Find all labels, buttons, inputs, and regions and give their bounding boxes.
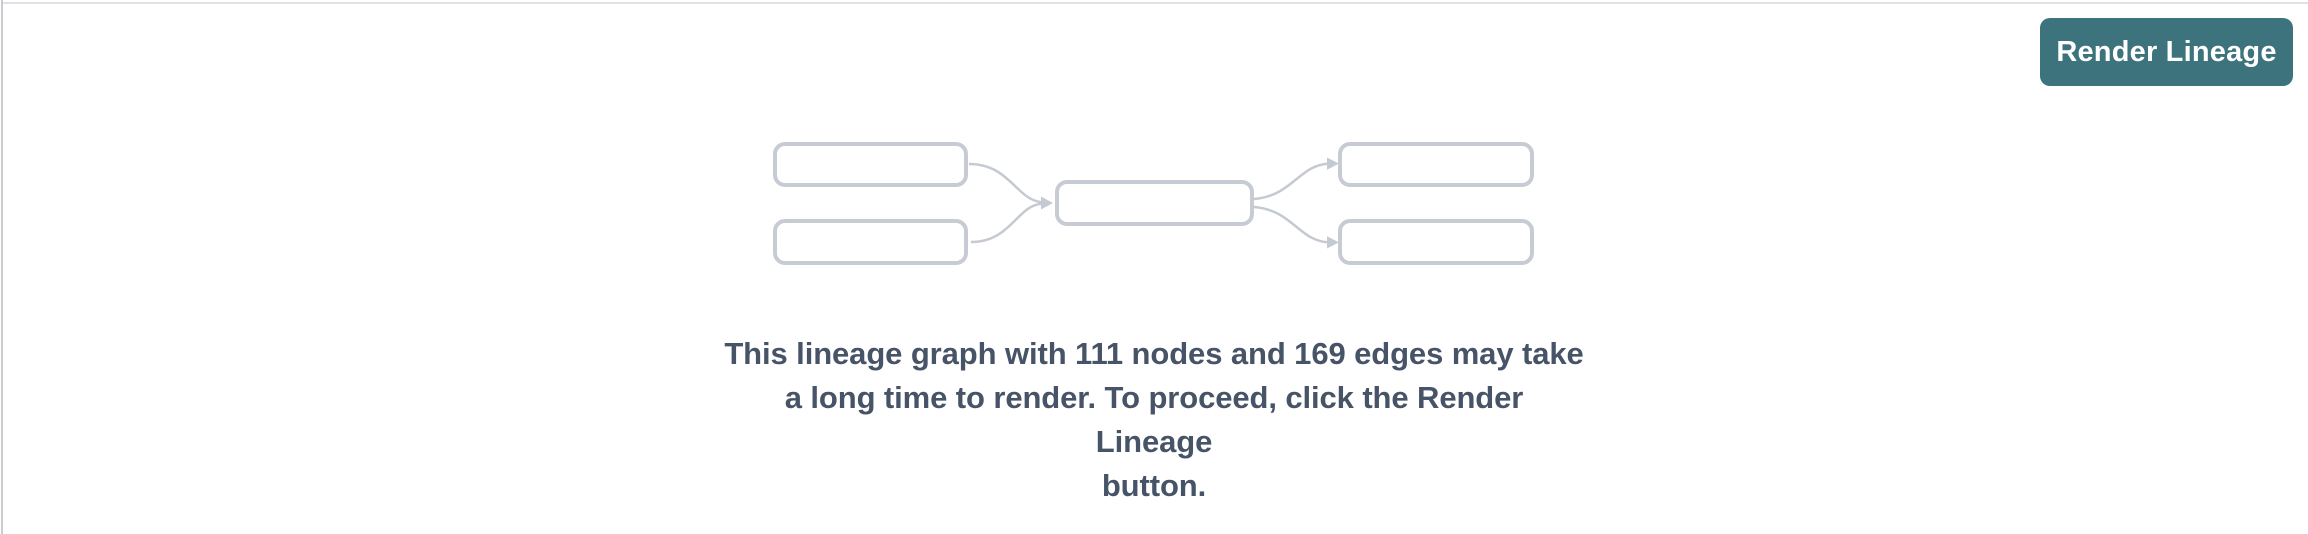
preview-node-right-top [1338, 142, 1534, 187]
preview-node-right-bottom [1338, 219, 1534, 265]
top-border-line [2, 2, 2308, 4]
preview-node-left-top [773, 142, 968, 187]
arrowhead-into-right-top-icon [1327, 157, 1339, 170]
render-lineage-button[interactable]: Render Lineage [2040, 18, 2293, 86]
edge-mid-to-right-bottom [1253, 205, 1331, 244]
edge-arrowheads [1041, 157, 1339, 249]
arrowhead-into-mid-icon [1041, 196, 1053, 210]
render-warning-message: This lineage graph with 111 nodes and 16… [724, 332, 1584, 508]
render-warning-line-3: button. [1101, 468, 1207, 503]
render-warning-line-1: This lineage graph with 111 nodes and 16… [724, 336, 1584, 371]
edge-mid-to-right-top [1253, 162, 1331, 201]
preview-edges [968, 162, 1331, 244]
left-border-line [1, 0, 3, 534]
preview-nodes [773, 142, 1534, 265]
lineage-empty-state: This lineage graph with 111 nodes and 16… [0, 139, 2308, 508]
preview-node-left-bottom [773, 219, 968, 265]
edge-left-top-to-mid [968, 162, 1043, 204]
edge-left-bottom-to-mid [970, 202, 1043, 244]
arrowhead-into-right-bottom-icon [1327, 236, 1339, 249]
preview-node-middle [1055, 180, 1254, 226]
render-warning-line-2: a long time to render. To proceed, click… [784, 380, 1524, 459]
lineage-preview-illustration [773, 142, 1534, 265]
